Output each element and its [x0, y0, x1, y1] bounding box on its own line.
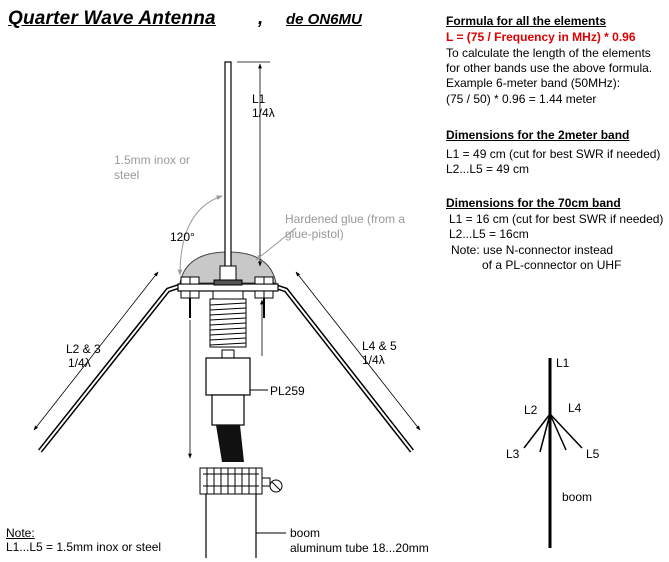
- glue-leader: [255, 227, 297, 261]
- label-l4-l5-fraction: 1/4λ: [362, 353, 385, 367]
- label-angle: 120°: [170, 230, 195, 244]
- mini-label-l4: L4: [568, 401, 582, 415]
- boom-tube: [205, 494, 286, 558]
- band-2m-heading: Dimensions for the 2meter band: [446, 128, 630, 142]
- bolt-left: [180, 276, 200, 318]
- label-material: 1.5mm inox or: [114, 153, 191, 167]
- mini-schematic: [523, 358, 583, 548]
- formula-line-3: Example 6-meter band (50MHz):: [446, 76, 621, 90]
- label-l2-l3-fraction: 1/4λ: [68, 356, 91, 370]
- note-title: Note:: [6, 526, 35, 540]
- formula-text: L = (75 / Frequency in MHz) * 0.96: [446, 30, 636, 44]
- label-glue: Hardened glue (from a: [285, 212, 406, 226]
- radial-left: [38, 281, 187, 453]
- band-2m-l1: L1 = 49 cm (cut for best SWR if needed): [446, 147, 661, 161]
- formula-line-1: To calculate the length of the elements: [446, 46, 651, 60]
- bolt-right: [254, 276, 274, 318]
- coax-cable: [216, 425, 244, 462]
- note-text: L1...L5 = 1.5mm inox or steel: [6, 540, 162, 554]
- threaded-socket: [209, 290, 247, 348]
- lambda-symbol: λ: [268, 106, 275, 120]
- label-l1: L1: [252, 92, 266, 106]
- band-70cm-heading: Dimensions for the 70cm band: [446, 196, 621, 210]
- band-70cm-note-2: of a PL-connector on UHF: [482, 258, 622, 272]
- label-material-2: steel: [114, 168, 140, 182]
- label-boom-material: aluminum tube 18...20mm: [290, 541, 429, 555]
- page-title: Quarter Wave Antenna: [8, 8, 216, 29]
- mini-label-boom: boom: [562, 490, 593, 504]
- mini-label-l5: L5: [586, 447, 600, 461]
- dimension-l4-l5: [295, 271, 421, 431]
- band-2m-l2-l5: L2...L5 = 49 cm: [446, 162, 530, 176]
- radial-right: [267, 281, 414, 453]
- mini-label-l1: L1: [556, 356, 570, 370]
- title-comma: ,: [258, 8, 264, 29]
- label-glue-2: glue-pistol): [285, 227, 344, 241]
- label-pl259: PL259: [270, 384, 305, 398]
- mini-label-l2: L2: [524, 403, 538, 417]
- label-l4-l5: L4 & 5: [362, 339, 397, 353]
- angle-arc: [177, 195, 223, 276]
- dimension-boom-height: [188, 299, 264, 459]
- label-l1-fraction: 1/4λ: [252, 106, 275, 120]
- formula-heading: Formula for all the elements: [446, 14, 607, 28]
- boom-clamp: [199, 467, 283, 495]
- formula-line-4: (75 / 50) * 0.96 = 1.44 meter: [446, 92, 597, 106]
- band-70cm-l2-l5: L2...L5 = 16cm: [449, 227, 529, 241]
- formula-line-2: for other bands use the above formula.: [446, 61, 653, 75]
- pl259-plug: [205, 349, 268, 426]
- radiator-l1: [224, 61, 232, 273]
- band-70cm-l1: L1 = 16 cm (cut for best SWR if needed): [449, 212, 664, 226]
- dimension-l1: [237, 61, 270, 267]
- label-boom: boom: [290, 526, 321, 540]
- author-callsign: de ON6MU: [286, 11, 362, 28]
- band-70cm-note-1: Note: use N-connector instead: [451, 243, 614, 257]
- dimension-l2-l3: [33, 271, 159, 431]
- mini-label-l3: L3: [506, 447, 520, 461]
- label-l2-l3: L2 & 3: [66, 342, 101, 356]
